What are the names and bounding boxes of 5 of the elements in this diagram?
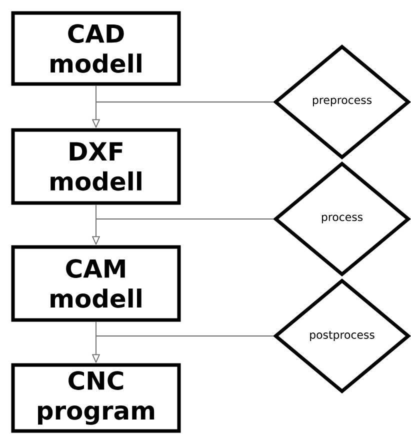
process-box: DXF modell <box>11 128 181 205</box>
process-box: CNC program <box>11 363 181 433</box>
process-box: CAM modell <box>11 245 181 322</box>
connector-line <box>96 218 274 220</box>
process-box: CAD modell <box>11 11 181 86</box>
